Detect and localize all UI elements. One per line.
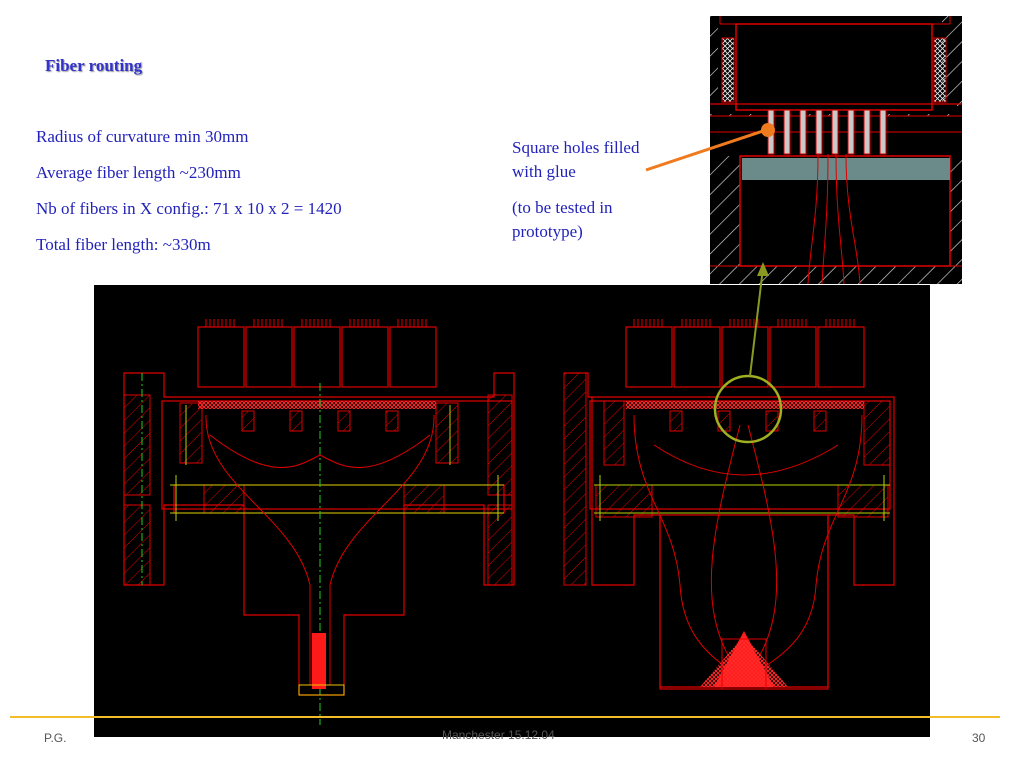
left-assembly: [123, 319, 515, 725]
callout-prototype-note: (to be tested in prototype): [512, 198, 613, 241]
footer-event: Manchester 15.12.04: [442, 728, 555, 742]
footer-rule: [10, 716, 1000, 718]
bullet-average-length: Average fiber length ~230mm: [36, 163, 241, 182]
page-number: 30: [972, 731, 986, 745]
zoom-inset-drawing: [710, 16, 962, 285]
bullet-total-length: Total fiber length: ~330m: [36, 235, 211, 254]
bullet-fiber-count: Nb of fibers in X config.: 71 x 10 x 2 =…: [36, 199, 342, 218]
callout-glue-holes: Square holes filled with glue: [512, 138, 640, 181]
bullet-list: Radius of curvature min 30mm Average fib…: [36, 126, 342, 270]
bullet-radius: Radius of curvature min 30mm: [36, 127, 249, 146]
fiber-routing-drawing: [94, 285, 930, 737]
footer-author: P.G.: [44, 731, 67, 745]
right-assembly: [563, 319, 895, 690]
slide-title: Fiber routing: [45, 56, 143, 75]
